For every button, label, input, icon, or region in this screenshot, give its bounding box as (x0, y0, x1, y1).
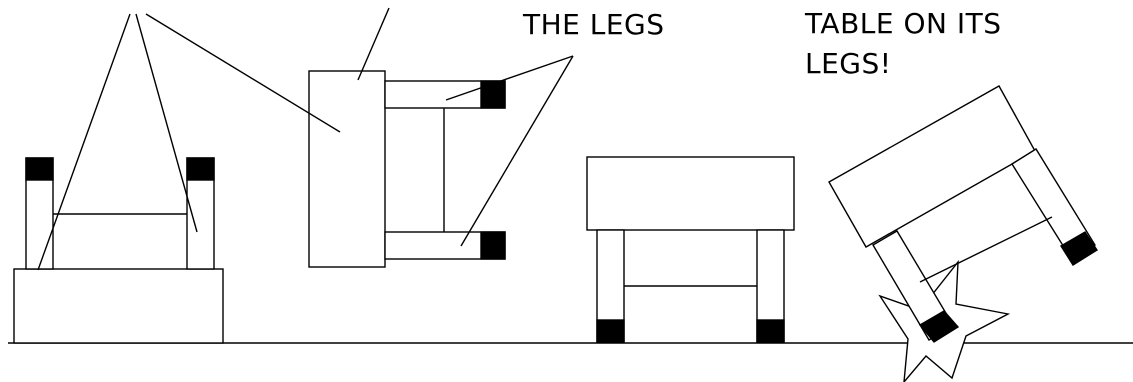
pointer-lines (38, 8, 573, 270)
table-on-side (309, 71, 505, 267)
table-crossbar (920, 217, 1052, 282)
pointer-line (136, 14, 197, 232)
table-on-legs-label-line1: TABLE ON ITS (805, 10, 1002, 38)
table-foot-left (597, 320, 624, 342)
table-on-legs-label-line2: LEGS! (805, 50, 892, 78)
table-top (587, 157, 794, 230)
table-top (14, 269, 223, 343)
pointer-line (446, 56, 573, 100)
table-foot-left (26, 158, 53, 180)
table-foot-top (481, 81, 505, 108)
legs-label: THE LEGS (523, 11, 665, 39)
table-foot-right (757, 320, 784, 342)
table-foot-bottom (481, 232, 505, 259)
table-top (829, 86, 1035, 247)
table-foot-right (187, 158, 214, 180)
table-top (309, 71, 385, 267)
pointer-line (358, 8, 389, 80)
table-tilted (829, 86, 1097, 382)
table-standing (587, 157, 794, 342)
pointer-line (38, 14, 130, 270)
